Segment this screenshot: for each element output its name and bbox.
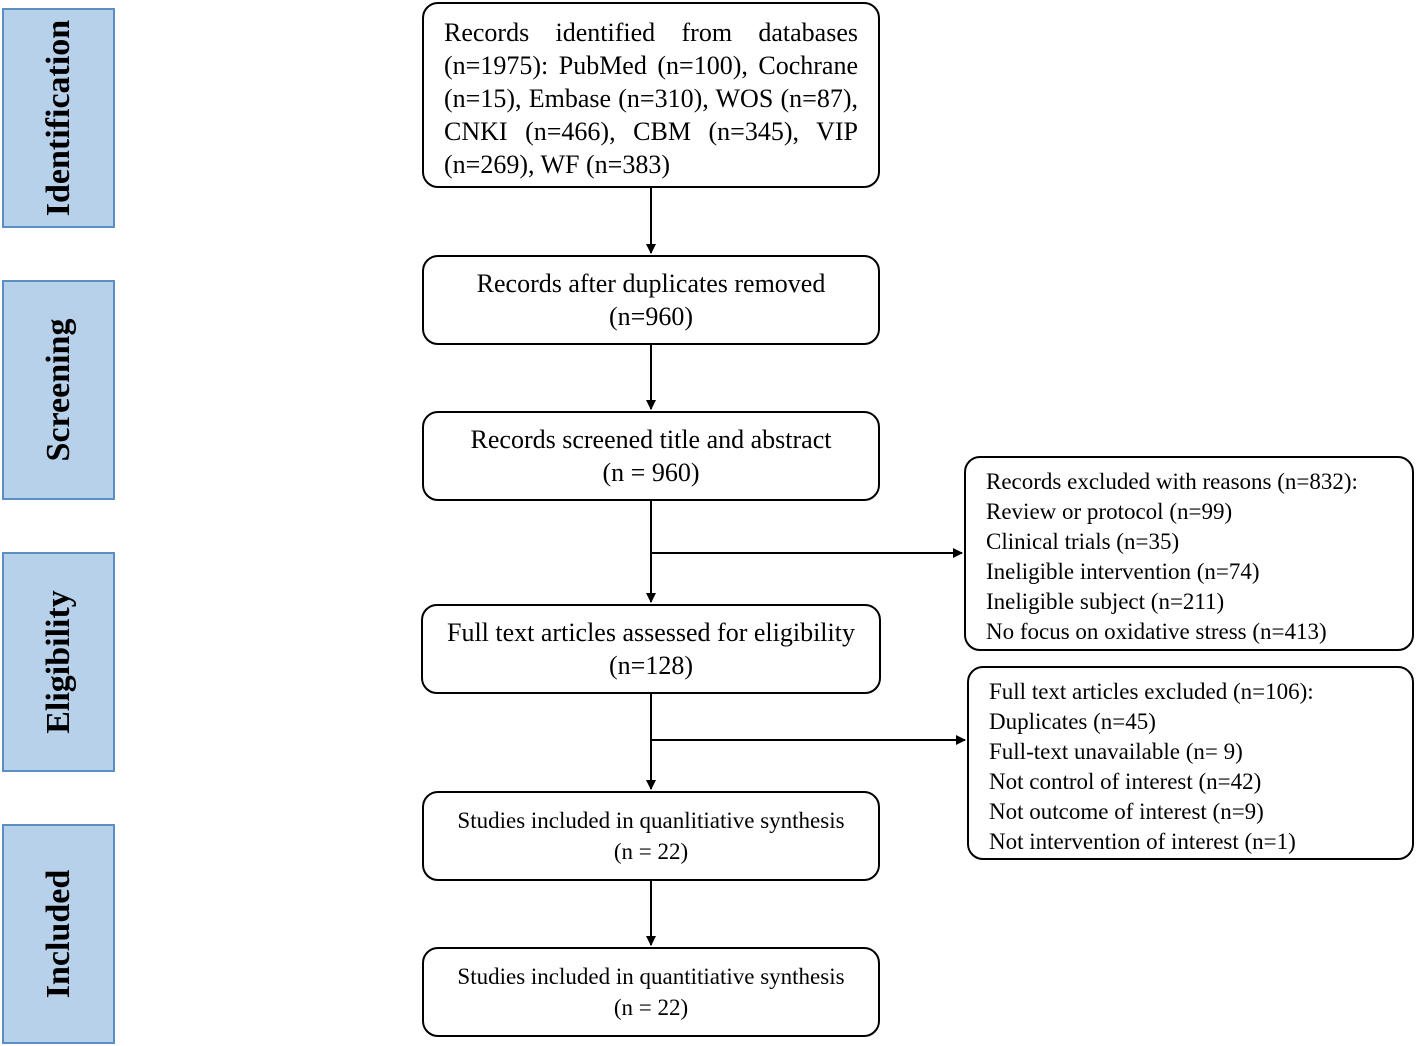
fulltext-line1: Full text articles assessed for eligibil…	[447, 618, 855, 647]
qualitative-line1: Studies included in quanlitiative synthe…	[457, 808, 845, 833]
records-screened-box: Records screened title and abstract (n =…	[422, 411, 880, 501]
excluded-fulltext-item: Not outcome of interest (n=9)	[989, 799, 1264, 824]
quantitative-line2: (n = 22)	[613, 995, 689, 1020]
stage-identification: Identification	[2, 8, 115, 228]
quantitative-line1: Studies included in quantitiative synthe…	[457, 964, 845, 989]
records-identified-box: Records identified from databases (n=197…	[422, 2, 880, 188]
excluded-fulltext-item: Full-text unavailable (n= 9)	[989, 739, 1243, 764]
excluded-screening-box: Records excluded with reasons (n=832): R…	[964, 456, 1414, 651]
qualitative-line2: (n = 22)	[613, 839, 689, 864]
fulltext-line2: (n=128)	[609, 651, 693, 680]
dedup-line2: (n=960)	[609, 302, 693, 331]
screened-line2: (n = 960)	[602, 458, 700, 487]
dedup-line1: Records after duplicates removed	[476, 269, 826, 298]
qualitative-synthesis-box: Studies included in quanlitiative synthe…	[422, 791, 880, 881]
excluded-fulltext-item: Not intervention of interest (n=1)	[989, 829, 1296, 854]
excluded-fulltext-box: Full text articles excluded (n=106): Dup…	[967, 666, 1414, 860]
fulltext-assessed-box: Full text articles assessed for eligibil…	[421, 604, 881, 694]
excluded-screening-item: Clinical trials (n=35)	[986, 529, 1180, 554]
excluded-screening-item: Review or protocol (n=99)	[986, 499, 1233, 524]
stage-eligibility: Eligibility	[2, 552, 115, 772]
stage-included: Included	[2, 824, 115, 1044]
excluded-fulltext-item: Duplicates (n=45)	[989, 709, 1156, 734]
records-identified-text: Records identified from databases (n=197…	[444, 18, 858, 179]
excluded-fulltext-item: Not control of interest (n=42)	[989, 769, 1262, 794]
excluded-screening-item: No focus on oxidative stress (n=413)	[986, 619, 1327, 644]
quantitative-synthesis-box: Studies included in quantitiative synthe…	[422, 947, 880, 1037]
excluded-fulltext-title: Full text articles excluded (n=106):	[989, 679, 1314, 704]
excluded-screening-title: Records excluded with reasons (n=832):	[986, 469, 1358, 494]
records-deduplicated-box: Records after duplicates removed (n=960)	[422, 255, 880, 345]
excluded-screening-item: Ineligible subject (n=211)	[986, 589, 1225, 614]
excluded-screening-item: Ineligible intervention (n=74)	[986, 559, 1260, 584]
screened-line1: Records screened title and abstract	[470, 425, 832, 454]
stage-screening: Screening	[2, 280, 115, 500]
